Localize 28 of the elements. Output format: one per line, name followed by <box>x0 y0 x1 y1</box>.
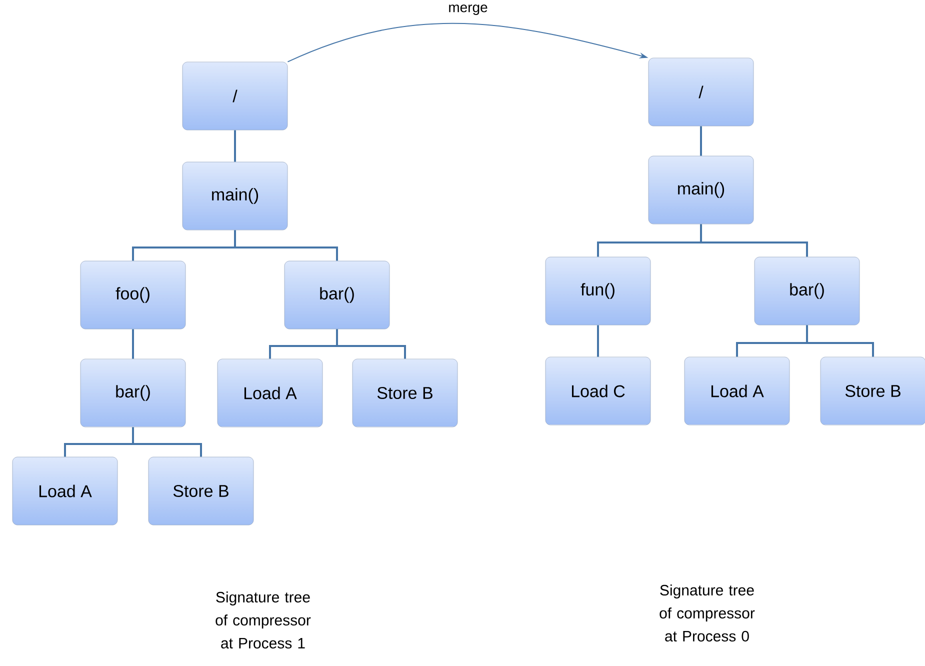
tree-box: Load C <box>545 356 651 426</box>
caption: Signature tree of compressor at Process 1 <box>216 592 311 648</box>
connector-line <box>234 130 236 162</box>
connector-line <box>700 224 808 257</box>
tree-box: main() <box>648 156 754 224</box>
caption: Signature tree of compressor at Process 0 <box>660 584 755 642</box>
connector-line <box>132 427 202 457</box>
tree-box: bar() <box>80 358 186 428</box>
tree-box: Load A <box>684 356 790 426</box>
connector-line <box>806 325 874 357</box>
tree-box: main() <box>182 162 288 230</box>
tree-box: Store B <box>148 456 254 526</box>
tree-box: Load A <box>217 358 323 428</box>
connector-line <box>132 329 134 359</box>
connector-line <box>234 230 338 261</box>
edge-label: merge <box>449 4 488 16</box>
tree-box: / <box>182 62 288 130</box>
connector-line <box>700 126 702 156</box>
tree-box: / <box>648 58 754 126</box>
tree-box: bar() <box>284 260 390 330</box>
connector-line <box>336 329 406 359</box>
tree-box: Store B <box>820 356 925 426</box>
tree-box: Load A <box>12 456 118 526</box>
connector-line <box>597 325 599 357</box>
tree-box: bar() <box>754 256 860 326</box>
tree-box: foo() <box>80 260 186 330</box>
tree-box: Store B <box>352 358 458 428</box>
tree-box: fun() <box>545 256 651 326</box>
